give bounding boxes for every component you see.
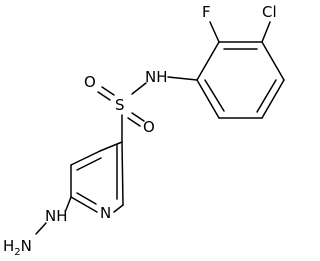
atom-s: S bbox=[115, 96, 125, 114]
atom-h2n-group: H2N bbox=[3, 237, 32, 258]
atom-nh-hydrazine: NH bbox=[45, 207, 68, 225]
molecule-structure: Cl F NH S O O N NH H2N bbox=[3, 3, 285, 258]
atom-n-pyridine: N bbox=[100, 204, 111, 222]
bond bbox=[261, 41, 285, 81]
atom-f: F bbox=[202, 3, 211, 21]
atom-cl: Cl bbox=[262, 3, 277, 21]
bond bbox=[99, 141, 123, 152]
double-bond-inner bbox=[256, 79, 277, 113]
bond-nh-nh2 bbox=[35, 222, 47, 235]
bond-s-o-bottom bbox=[131, 112, 145, 122]
bond bbox=[121, 141, 124, 206]
bond-c-f bbox=[209, 21, 220, 43]
bond-s-o-top bbox=[97, 91, 111, 101]
bond bbox=[261, 79, 285, 119]
double-bond-inner bbox=[76, 157, 102, 171]
atom-nh-amide: NH bbox=[145, 68, 168, 86]
bond-nh-s bbox=[131, 82, 147, 95]
atom-h2n-subscript: 2 bbox=[14, 247, 20, 258]
bond bbox=[70, 150, 101, 166]
double-bond-inner bbox=[76, 192, 97, 205]
bond-ring-nh bbox=[65, 196, 72, 211]
bond bbox=[70, 196, 98, 213]
bond-s-o-top bbox=[101, 86, 115, 96]
phenyl-ring bbox=[196, 41, 285, 119]
bond bbox=[196, 41, 220, 81]
atom-o-bottom: O bbox=[143, 118, 155, 136]
bond-c-nh bbox=[167, 76, 198, 81]
pyridine-ring bbox=[70, 141, 124, 213]
bond bbox=[113, 204, 124, 213]
bond bbox=[196, 79, 220, 119]
bond-s-o-bottom bbox=[127, 117, 141, 127]
atom-o-top: O bbox=[84, 73, 96, 91]
atom-h2n-h: H bbox=[3, 237, 14, 255]
atom-h2n-n: N bbox=[21, 237, 32, 255]
double-bond-inner bbox=[204, 79, 225, 112]
bond-c-cl bbox=[261, 21, 271, 43]
